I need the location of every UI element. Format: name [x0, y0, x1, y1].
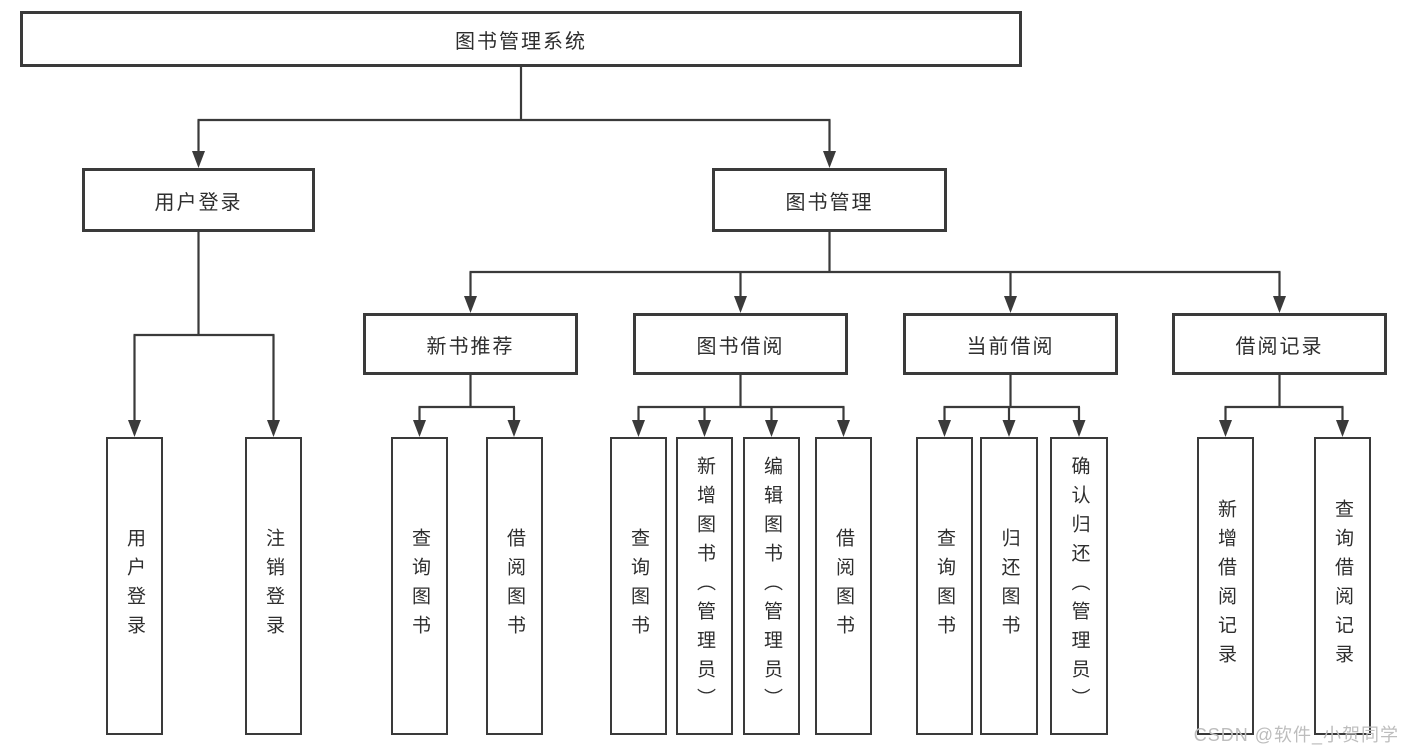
connector-new-book-rec-to-leaves	[418, 375, 516, 422]
arrowheads-new-book-rec	[413, 420, 521, 437]
leaf-edit-books-admin: 编辑图书（管理员）	[743, 437, 800, 735]
leaf-borrow-books-borrowing: 借阅图书	[815, 437, 872, 735]
node-current-borrowing: 当前借阅	[903, 313, 1118, 375]
arrowheads-level3	[464, 296, 1286, 313]
leaf-return-books: 归还图书	[980, 437, 1038, 735]
node-book-borrowing: 图书借阅	[633, 313, 848, 375]
leaf-add-borrow-record: 新增借阅记录	[1197, 437, 1254, 735]
connector-user-login-to-leaves	[133, 232, 275, 422]
arrowheads-level2	[192, 151, 836, 168]
node-root-system: 图书管理系统	[20, 11, 1022, 67]
connector-book-management-to-level3	[469, 232, 1281, 298]
node-user-login: 用户登录	[82, 168, 315, 232]
watermark: CSDN @软件_小贺同学	[1193, 725, 1399, 745]
leaf-user-login: 用户登录	[106, 437, 163, 735]
arrowheads-current-borrowing	[938, 420, 1086, 437]
leaf-query-books-borrowing: 查询图书	[610, 437, 667, 735]
leaf-confirm-return-admin: 确认归还（管理员）	[1050, 437, 1108, 735]
arrowheads-user-login	[128, 420, 280, 437]
connector-current-borrowing-to-leaves	[943, 375, 1081, 422]
node-borrowing-records: 借阅记录	[1172, 313, 1387, 375]
arrowheads-book-borrowing	[632, 420, 850, 437]
connector-borrowing-records-to-leaves	[1224, 375, 1344, 422]
leaf-borrow-books-newrec: 借阅图书	[486, 437, 543, 735]
leaf-query-borrow-record: 查询借阅记录	[1314, 437, 1371, 735]
node-book-management: 图书管理	[712, 168, 947, 232]
connector-book-borrowing-to-leaves	[637, 375, 845, 422]
arrowheads-borrowing-records	[1219, 420, 1349, 437]
node-new-book-recommend: 新书推荐	[363, 313, 578, 375]
leaf-logout-login: 注销登录	[245, 437, 302, 735]
leaf-query-books-current: 查询图书	[916, 437, 973, 735]
leaf-query-books-newrec: 查询图书	[391, 437, 448, 735]
connector-root-to-level2	[197, 67, 831, 153]
leaf-add-books-admin: 新增图书（管理员）	[676, 437, 733, 735]
